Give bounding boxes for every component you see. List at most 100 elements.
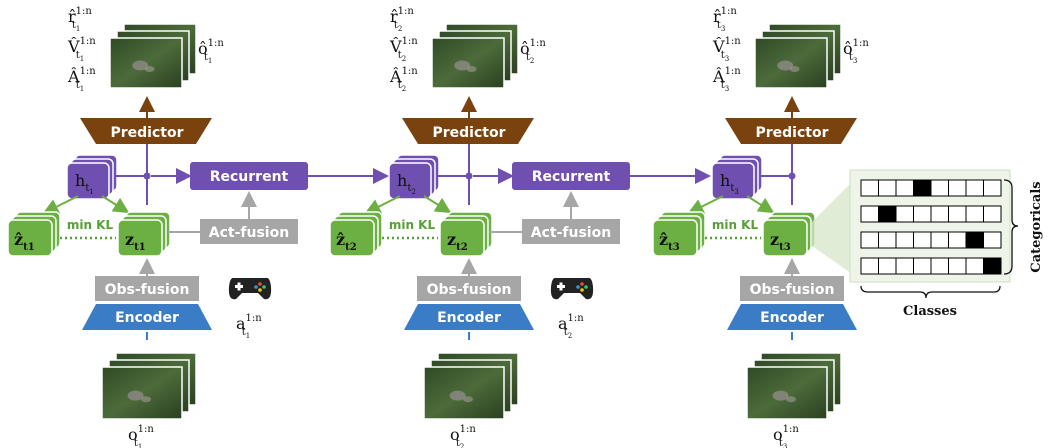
classes-brace [860,285,1001,299]
creature-shape [144,66,155,72]
obs-fusion-label: Obs-fusion [750,282,835,298]
h-to-zhat-arrow [687,195,724,214]
encoder-block [404,304,534,330]
latent-layer [117,219,163,257]
posterior-latent-box [117,211,171,257]
observation-frames [101,352,197,420]
posterior-latent-box [762,211,816,257]
observation-frames [746,352,842,420]
category-cell [878,257,897,275]
act-fusion-label: Act-fusion [531,225,611,241]
category-cell [983,205,1002,223]
category-cell [965,257,984,275]
category-cell [965,179,984,197]
category-cell [983,231,1002,249]
latent-layer [711,162,755,200]
category-cell [860,257,879,275]
recurrent-block [512,162,630,190]
min-kl-label: min KL [389,218,436,232]
latent-layer [388,162,432,200]
hidden-state-label: ht2 [397,171,416,196]
classes-label: Classes [903,304,957,319]
hidden-state-box [388,154,440,200]
predicted-frames [109,23,197,89]
category-cell [948,205,967,223]
hidden-state-label: ht3 [720,171,739,196]
creature-shape [463,396,473,403]
obs-fusion-block [740,276,844,301]
category-cell [913,205,932,223]
hidden-state-label: ht1 [75,171,94,196]
act-fusion-block [522,219,620,244]
prior-latent-box [652,211,706,257]
category-cell [913,257,932,275]
h-to-z-arrow [746,195,775,214]
creature-shape [449,390,466,401]
encoder-label: Encoder [437,310,501,326]
category-cell [948,179,967,197]
obs-fusion-label: Obs-fusion [427,282,512,298]
category-cell [895,257,914,275]
category-cell [860,231,879,249]
obs-fusion-block [417,276,521,301]
category-cell [930,231,949,249]
category-cell [930,205,949,223]
predictor-block [725,118,857,144]
h-to-zhat-arrow [42,195,79,214]
category-cell [895,231,914,249]
recurrent-label: Recurrent [532,169,611,185]
hidden-state-box [66,154,118,200]
latent-layer [7,219,53,257]
recurrent-block [190,162,308,190]
creature-shape [141,396,151,403]
creature-shape [786,396,796,403]
latent-layer [66,162,110,200]
encoder-label: Encoder [760,310,824,326]
predicted-frames [754,23,842,89]
predictor-label: Predictor [111,125,184,141]
h-to-z-arrow [101,195,130,214]
category-cell [965,231,984,249]
act-fusion-block [200,219,298,244]
obs-fusion-label: Obs-fusion [105,282,190,298]
category-cell [913,231,932,249]
category-cell [948,257,967,275]
creature-shape [772,390,789,401]
category-cell [878,205,897,223]
category-cell [860,205,879,223]
categoricals-brace [1003,179,1019,275]
predicted-frames [431,23,519,89]
gamepad-icon [550,277,594,300]
h-to-z-arrow [423,195,452,214]
gamepad-icon [228,277,272,300]
category-cell [983,257,1002,275]
category-cell [878,231,897,249]
prior-latent-box [7,211,61,257]
category-cell [895,179,914,197]
recurrent-label: Recurrent [210,169,289,185]
prior-latent-box [329,211,383,257]
encoder-label: Encoder [115,310,179,326]
creature-shape [454,60,471,71]
creature-shape [789,66,800,72]
latent-layer [439,219,485,257]
category-cell [930,257,949,275]
category-cell [948,231,967,249]
